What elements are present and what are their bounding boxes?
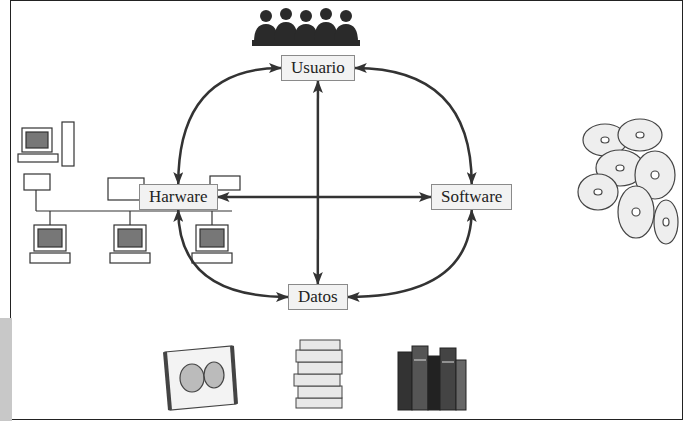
paper-stack <box>294 340 342 408</box>
component-box: Software <box>431 184 512 210</box>
component-box: Harware <box>139 184 218 210</box>
connector-arrow <box>218 196 431 199</box>
cd-discs <box>578 119 678 244</box>
computer-network <box>18 122 240 263</box>
component-box: Usuario <box>281 55 355 81</box>
frame <box>11 1 683 420</box>
box-label: Usuario <box>291 58 345 78</box>
books <box>398 346 466 410</box>
connector-arrow <box>317 81 320 284</box>
connector-arrow <box>348 210 472 297</box>
people-icon <box>252 8 360 46</box>
box-label: Software <box>441 187 502 207</box>
map-scroll <box>165 346 236 410</box>
grey-bar <box>0 318 12 421</box>
box-label: Harware <box>149 187 208 207</box>
component-box: Datos <box>288 284 348 310</box>
connector-arrow <box>178 68 281 184</box>
connector-arrow <box>355 68 472 184</box>
connector-arrow <box>178 210 288 297</box>
box-label: Datos <box>298 287 338 307</box>
